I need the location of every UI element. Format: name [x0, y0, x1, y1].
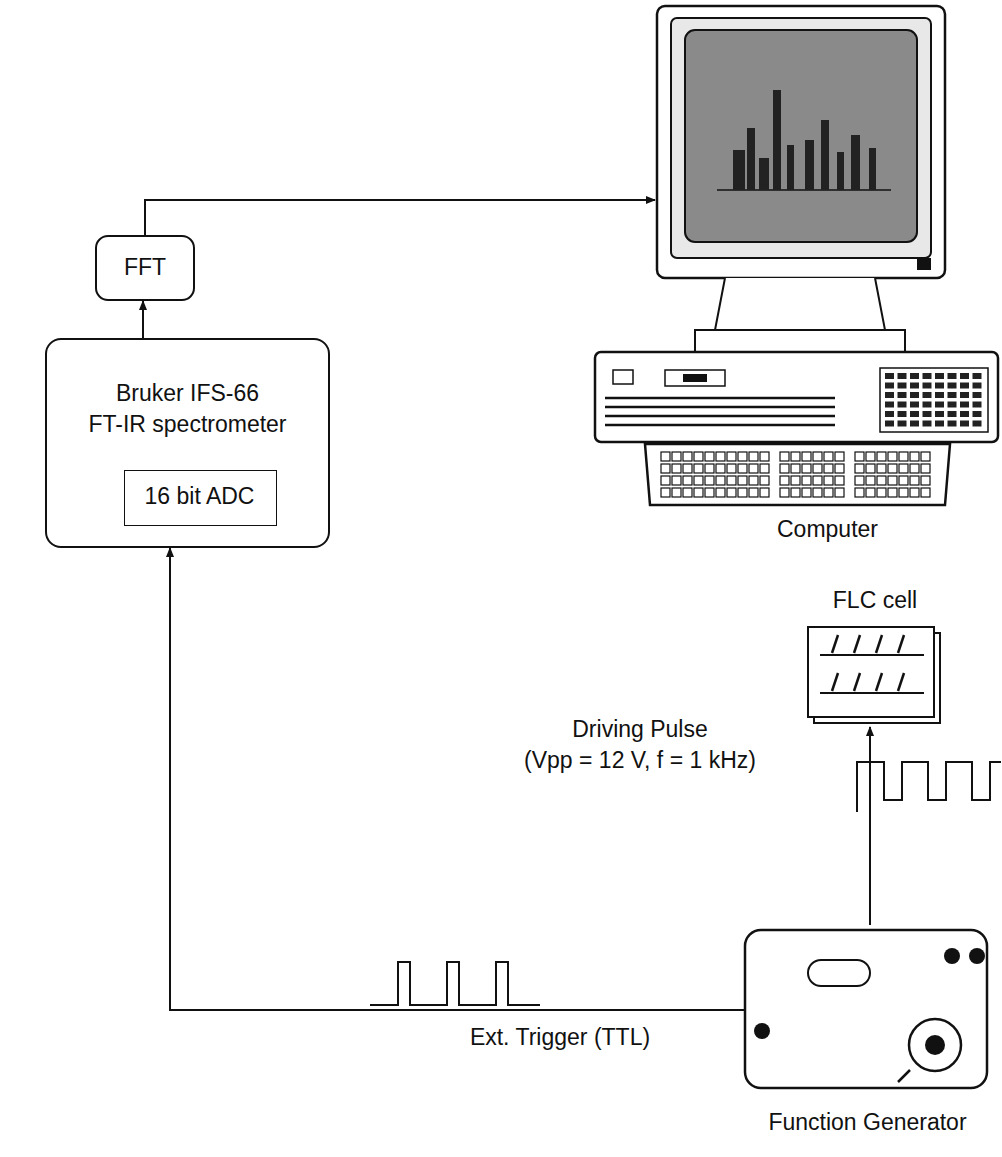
- fg-illustration: [740, 925, 750, 935]
- spectrometer-box: Bruker IFS-66FT-IR spectrometer 16 bit AD…: [45, 338, 330, 548]
- connector-arrow: [869, 727, 871, 925]
- node-label: FLC cell: [833, 585, 917, 616]
- fft-box: FFT: [95, 235, 195, 301]
- computer-node: Computer: [655, 0, 1000, 552]
- node-label: Function Generator: [768, 1107, 966, 1138]
- function-generator-node: Function Generator: [740, 925, 995, 1149]
- signal-label: Driving Pulse(Vpp = 12 V, f = 1 kHz): [520, 714, 760, 776]
- adc-box: 16 bit ADC: [124, 470, 277, 526]
- connector-arrow: [170, 548, 745, 1010]
- node-label: FFT: [124, 252, 166, 283]
- ttl-pulses: [370, 962, 540, 1005]
- connector-arrow: [145, 200, 655, 235]
- node-label: Computer: [777, 514, 878, 545]
- connector-arrow: [142, 301, 144, 338]
- signal-label: Ext. Trigger (TTL): [466, 1022, 654, 1053]
- computer-illustration: [655, 0, 665, 10]
- node-label: 16 bit ADC: [145, 481, 255, 512]
- node-label: Bruker IFS-66FT-IR spectrometer: [88, 378, 286, 440]
- flc-illustration: [800, 585, 810, 595]
- square-wave: [857, 762, 1001, 812]
- flc-cell-node: FLC cell: [800, 585, 950, 727]
